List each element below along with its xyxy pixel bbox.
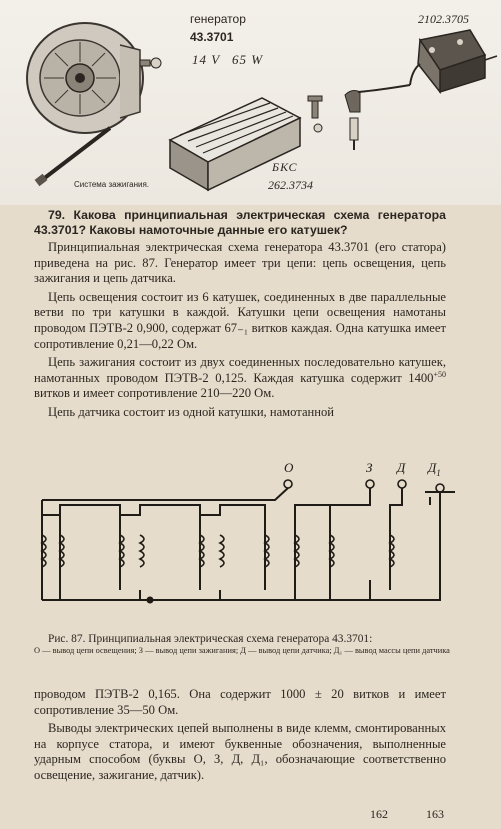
caption-main: Рис. 87. Принципиальная электрическая сх… <box>48 633 373 645</box>
coil-4 <box>138 534 145 568</box>
label-z: З <box>366 460 373 475</box>
ignition-wiring <box>294 488 371 600</box>
paragraph-4: Цепь датчика состоит из одной катушки, н… <box>48 404 335 419</box>
coil-9 <box>328 534 335 568</box>
ignition-coil-drawing <box>409 29 498 95</box>
page-number-right: 163 <box>426 807 444 821</box>
terminal-d <box>397 479 407 489</box>
paragraph-2: Цепь освещения состоит из 6 катушек, сое… <box>34 289 446 351</box>
terminal-o <box>283 479 293 489</box>
label-o: О <box>284 460 294 475</box>
sensor-wiring <box>369 488 403 600</box>
terminal-d1 <box>435 483 445 493</box>
coil-part-number: 2102.3705 <box>418 12 469 26</box>
paragraph-3: Цепь зажигания состоит из двух соединенн… <box>34 355 446 402</box>
question-title: 79. Какова принципиальная электрическая … <box>34 208 446 237</box>
page-number-left: 162 <box>370 807 388 821</box>
paragraph-3-sup: +50 <box>433 369 446 379</box>
label-d1-main: Д <box>426 460 437 475</box>
coil-2 <box>58 534 65 568</box>
ground-wire <box>150 492 441 601</box>
screw-drawing <box>307 95 323 133</box>
junction-dot <box>146 596 154 604</box>
parts-illustration: генератор 43.3701 14 V 65 W 2102.3705 БК… <box>0 0 501 205</box>
coil-7 <box>263 534 270 568</box>
spark-plug-drawing <box>344 84 411 150</box>
continuation-paragraph-2: Выводы электрических цепей выполнены в в… <box>34 721 446 782</box>
continuation-section: проводом ПЭТВ-2 0,165. Она содержит 1000… <box>34 687 446 787</box>
circuit-diagram: О З Д Д1 <box>40 460 455 604</box>
generator-drawing <box>26 22 144 134</box>
paragraph-1: Принципиальная электрическая схема генер… <box>34 240 446 286</box>
bolts-drawing <box>139 57 162 69</box>
parts-drawing <box>26 22 498 192</box>
sensor-coil <box>388 534 395 568</box>
power-label: 65 W <box>232 52 264 67</box>
ignition-caption: Система зажигания. <box>74 180 150 189</box>
paragraph-3-end: витков и имеет сопротивление 210—220 Ом. <box>34 386 275 401</box>
voltage-label: 14 V <box>192 52 221 67</box>
coil-6 <box>218 534 225 568</box>
ground-symbol <box>425 491 455 505</box>
label-d1-sub: 1 <box>436 468 441 478</box>
label-d1: Д1 <box>426 460 441 478</box>
terminal-z <box>365 479 375 489</box>
figure-caption: Рис. 87. Принципиальная электрическая сх… <box>34 633 452 656</box>
generator-model: 43.3701 <box>190 30 234 44</box>
generator-label: генератор <box>190 12 246 26</box>
lighting-branches <box>42 504 266 601</box>
continuation-paragraph-1: проводом ПЭТВ-2 0,165. Она содержит 1000… <box>34 687 446 717</box>
question-section: 79. Какова принципиальная электрическая … <box>34 208 446 424</box>
bks-number: 262.3734 <box>268 178 313 192</box>
coil-8 <box>293 534 300 568</box>
paragraph-3-start: Цепь зажигания состоит из двух соединенн… <box>34 355 446 385</box>
label-d: Д <box>395 460 406 475</box>
caption-legend: О — вывод цепи освещения; З — вывод цепи… <box>34 646 450 655</box>
coil-5 <box>198 534 205 568</box>
bks-label: БКС <box>272 160 298 174</box>
long-bolt-drawing <box>34 126 112 187</box>
coil-3 <box>118 534 125 568</box>
bks-unit-drawing <box>168 97 302 192</box>
coil-1 <box>40 534 47 568</box>
